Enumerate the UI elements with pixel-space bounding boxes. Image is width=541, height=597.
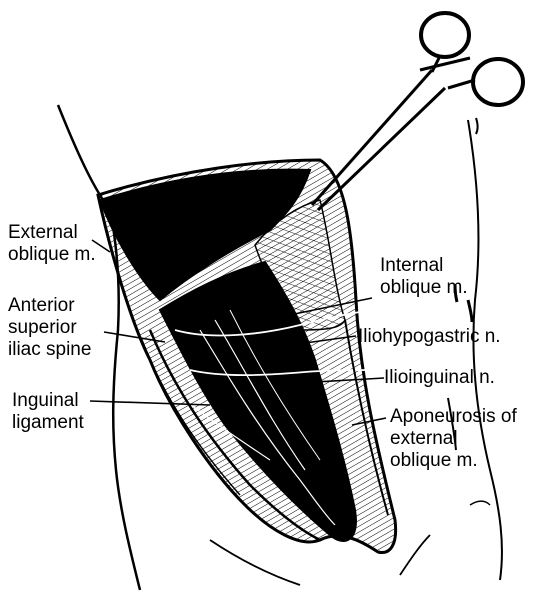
label-line: Aponeurosis of — [390, 406, 517, 428]
abdomen-lower-contour — [210, 540, 300, 585]
label-inguinal-ligament: Inguinal ligament — [12, 390, 84, 434]
forceps-instrument — [312, 13, 523, 210]
label-line: Inguinal — [12, 390, 84, 412]
label-line: External — [8, 222, 96, 244]
label-aponeurosis: Aponeurosis of external oblique m. — [390, 406, 517, 472]
label-line: Internal — [380, 255, 468, 277]
label-line: ligament — [12, 412, 84, 434]
label-line: superior — [8, 317, 91, 339]
label-line: oblique m. — [8, 244, 96, 266]
label-line: oblique m. — [380, 277, 468, 299]
label-line: iliac spine — [8, 339, 91, 361]
label-line: oblique m. — [390, 450, 517, 472]
label-line: external — [390, 428, 517, 450]
label-external-oblique: External oblique m. — [8, 222, 96, 266]
label-line: Anterior — [8, 295, 91, 317]
label-ilioinguinal-nerve: Ilioinguinal n. — [384, 367, 495, 389]
label-iliohypogastric-nerve: Iliohypogastric n. — [358, 326, 501, 348]
label-internal-oblique: Internal oblique m. — [380, 255, 468, 299]
label-anterior-superior-iliac-spine: Anterior superior iliac spine — [8, 295, 91, 361]
body-outline-right — [468, 120, 502, 580]
